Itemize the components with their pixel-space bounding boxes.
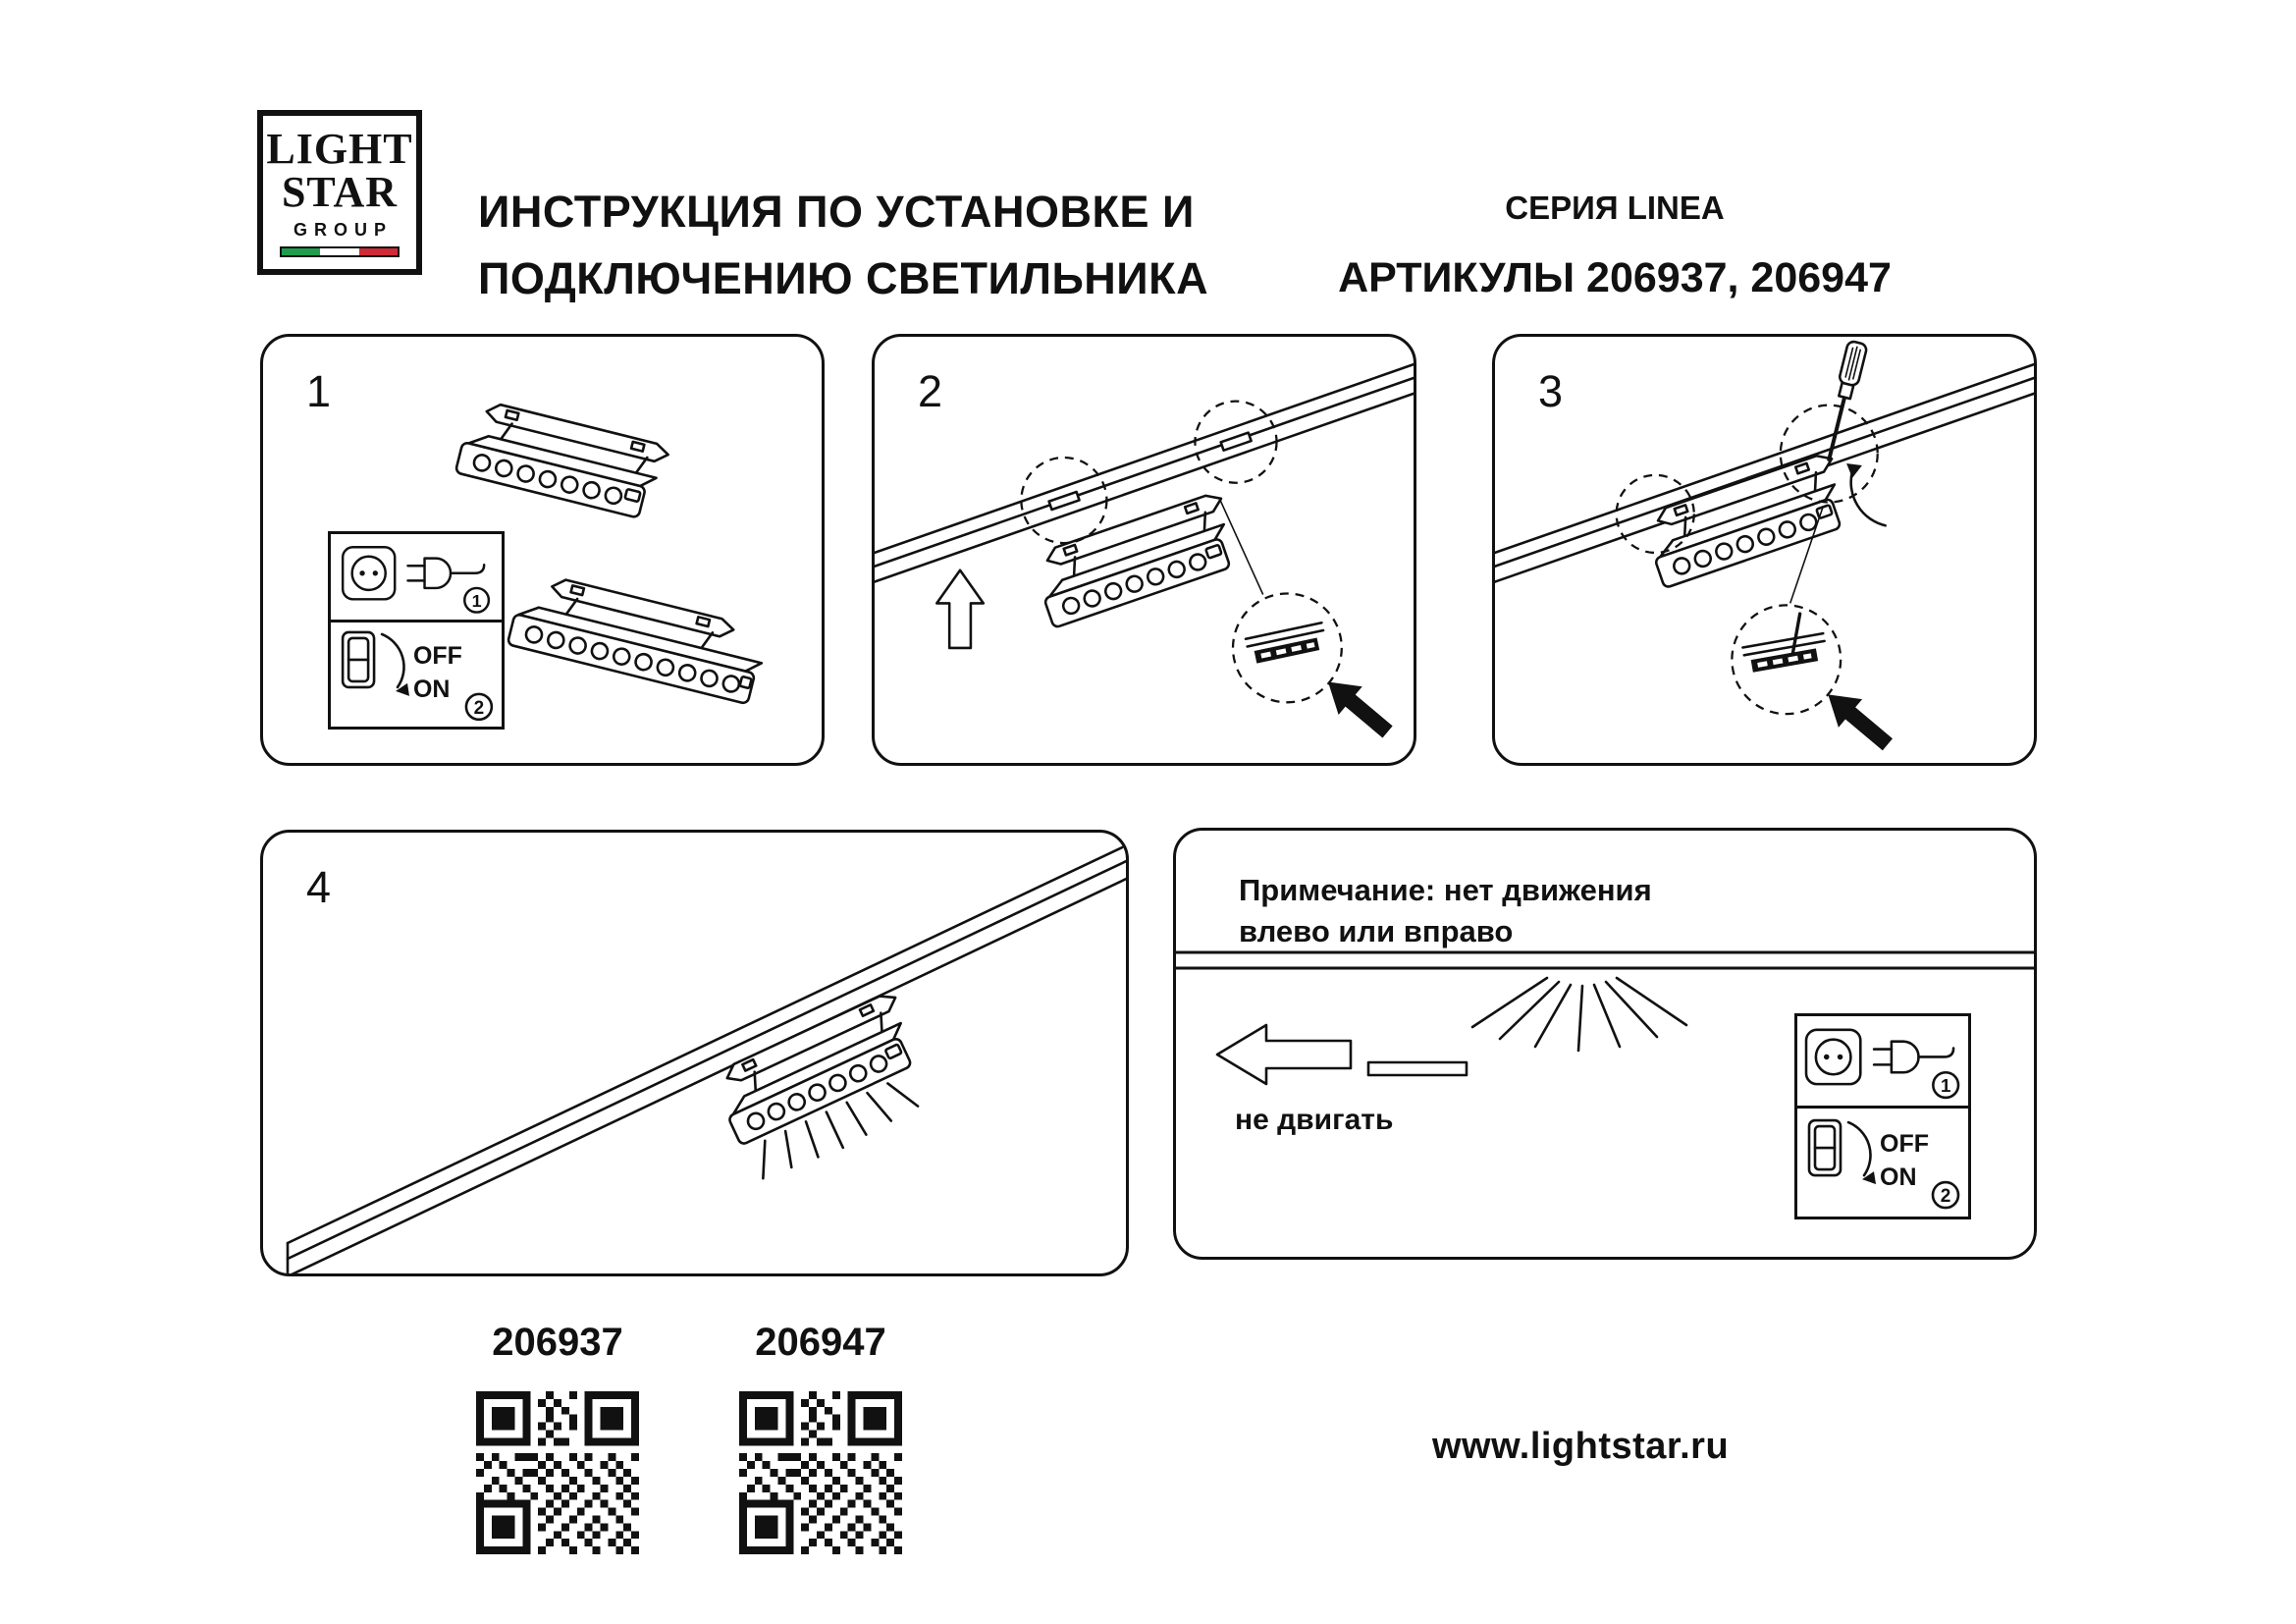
connector-detail-circle — [1731, 604, 1842, 716]
logo-group: GROUP — [293, 219, 393, 240]
page-title: ИНСТРУКЦИЯ ПО УСТАНОВКЕ И ПОДКЛЮЧЕНИЮ СВ… — [478, 179, 1322, 311]
circled-step-2: 2 — [1931, 1180, 1960, 1210]
track — [1176, 950, 2034, 970]
unplug-step: 1 — [331, 534, 502, 623]
socket-plug-icon: 1 — [1804, 1028, 1960, 1100]
articles-label: АРТИКУЛЫ 206937, 206947 — [1338, 254, 1892, 301]
fixture-bar — [1366, 1060, 1468, 1077]
qr-code-206937 — [476, 1391, 639, 1554]
circled-step-2: 2 — [464, 692, 494, 722]
lightstar-logo: LIGHT STAR GROUP — [257, 110, 422, 275]
note-line-2: влево или вправо — [1239, 913, 1514, 948]
step-2-illustration — [875, 362, 1414, 746]
qr-label-206937: 206937 — [492, 1321, 623, 1364]
do-not-move-label: не двигать — [1235, 1104, 1394, 1136]
mount-point-highlight-left — [1020, 456, 1108, 545]
light-rays — [1470, 976, 1688, 1053]
light-rays — [762, 1082, 920, 1180]
circled-step-1: 1 — [1932, 1070, 1960, 1100]
step-4-illustration — [286, 843, 1126, 1273]
title-line-1: ИНСТРУКЦИЯ ПО УСТАНОВКЕ И — [478, 187, 1195, 237]
note-panel: Примечание: нет движения влево или вправ… — [1173, 828, 2037, 1260]
track — [875, 362, 1414, 583]
step-1-illustration — [263, 337, 764, 707]
svg-text:ON: ON — [1880, 1164, 1917, 1191]
lock-point-highlight — [1779, 404, 1879, 504]
track — [286, 843, 1126, 1273]
svg-text:ON: ON — [413, 676, 450, 703]
mount-point-highlight-right — [1194, 400, 1278, 484]
fixture-long — [506, 575, 764, 707]
svg-text:OFF: OFF — [413, 642, 462, 670]
step-3-panel: 3 — [1492, 334, 2037, 766]
switch-icon: OFF ON 2 — [341, 630, 494, 722]
rotate-arrow — [1849, 469, 1887, 527]
step-4-number: 4 — [306, 862, 332, 912]
step-4-panel: 4 — [260, 830, 1129, 1276]
series-label: СЕРИЯ LINEA — [1505, 189, 1725, 226]
series-articles: СЕРИЯ LINEA АРТИКУЛЫ 206937, 206947 — [1320, 189, 1909, 302]
switch-icon: OFF ON 2 — [1807, 1118, 1960, 1210]
qr-label-206947: 206947 — [755, 1321, 886, 1364]
switch-off-step: OFF ON 2 — [331, 623, 502, 727]
no-movement-illustration — [1176, 950, 2034, 1086]
qr-code-206947 — [739, 1391, 902, 1554]
socket-plug-icon: 1 — [341, 546, 491, 614]
step-1-panel: 1 1 — [260, 334, 825, 766]
note-text: Примечание: нет движения влево или вправ… — [1239, 870, 1652, 952]
title-line-2: ПОДКЛЮЧЕНИЮ СВЕТИЛЬНИКА — [478, 252, 1209, 303]
fixture — [1640, 452, 1854, 588]
power-off-steps-box: 1 OFF ON 2 — [1794, 1013, 1971, 1219]
italian-flag-bar — [280, 245, 400, 257]
step-1-number: 1 — [306, 366, 332, 416]
svg-text:OFF: OFF — [1880, 1130, 1929, 1158]
svg-text:2: 2 — [1941, 1186, 1951, 1207]
connector-detail-circle — [1231, 592, 1343, 704]
detail-leader-line — [1789, 506, 1825, 604]
circled-step-1: 1 — [463, 586, 491, 614]
svg-text:1: 1 — [472, 591, 482, 611]
fixture — [1030, 491, 1244, 627]
svg-text:2: 2 — [474, 698, 485, 719]
mount-point-highlight-left — [1615, 473, 1695, 555]
step-2-panel: 2 — [872, 334, 1416, 766]
pointer-arrow-icon — [1315, 668, 1400, 746]
no-move-left-arrow-icon — [1215, 1023, 1353, 1086]
svg-text:1: 1 — [1941, 1075, 1950, 1096]
step-2-number: 2 — [918, 366, 943, 416]
power-off-steps-box: 1 OFF ON 2 — [328, 531, 505, 730]
switch-off-step: OFF ON 2 — [1797, 1109, 1968, 1217]
fixture-short — [455, 398, 670, 521]
logo-star: STAR — [281, 167, 399, 216]
fixture — [709, 991, 925, 1146]
step-3-number: 3 — [1538, 366, 1564, 416]
step-3-illustration — [1495, 340, 2034, 759]
unplug-step: 1 — [1797, 1016, 1968, 1109]
note-line-1: Примечание: нет движения — [1239, 873, 1652, 907]
logo-light: LIGHT — [266, 125, 413, 174]
push-up-arrow-icon — [935, 568, 986, 650]
detail-leader-line — [1219, 500, 1264, 595]
website-url: www.lightstar.ru — [1432, 1426, 1730, 1467]
